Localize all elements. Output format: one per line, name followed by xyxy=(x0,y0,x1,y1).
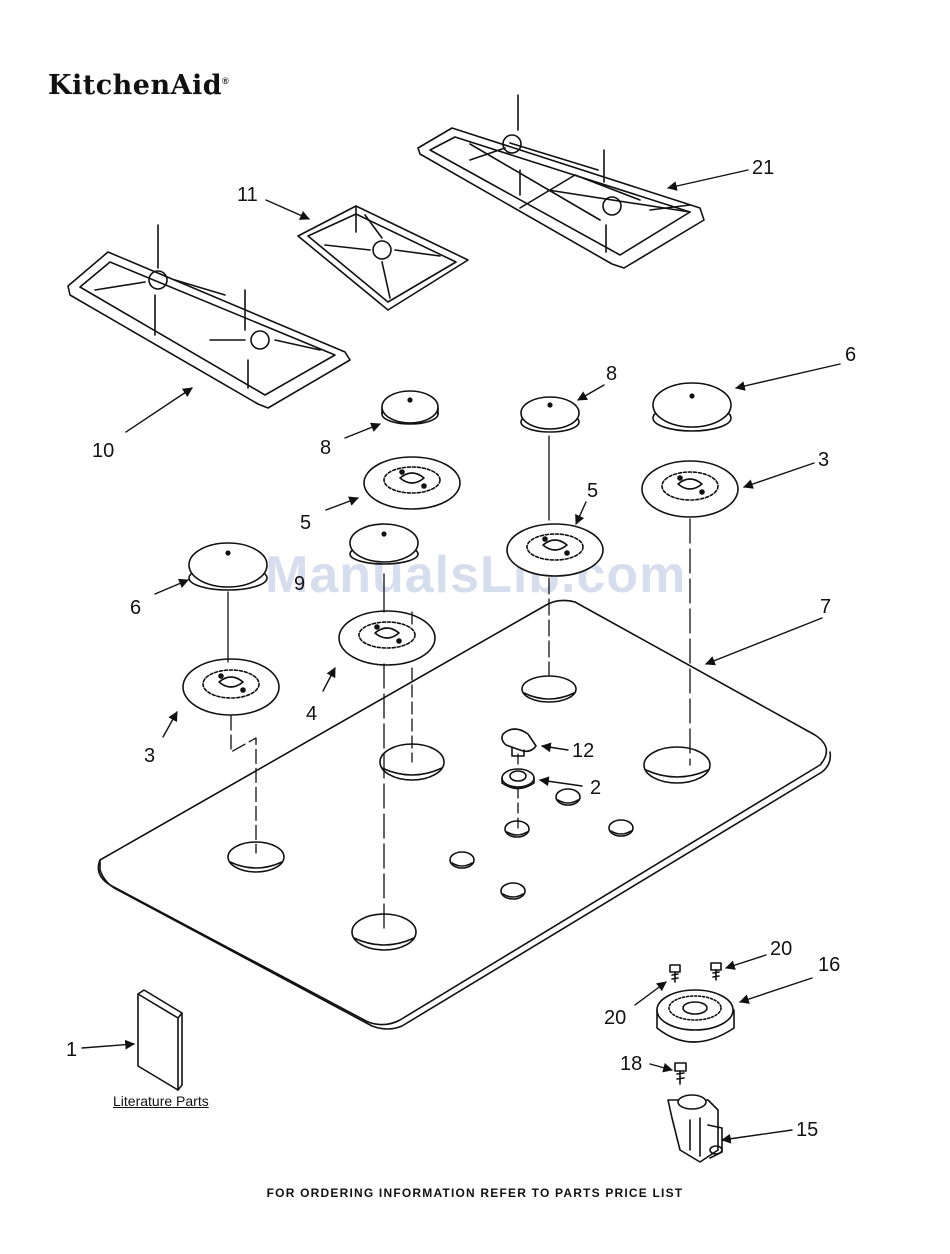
callout-3-left: 3 xyxy=(144,745,155,767)
screw-20-right xyxy=(711,963,721,980)
callout-3-right: 3 xyxy=(818,449,829,471)
callout-12: 12 xyxy=(572,740,594,762)
callout-10: 10 xyxy=(92,440,114,462)
callout-2: 2 xyxy=(590,777,601,799)
callout-5-left: 5 xyxy=(300,512,311,534)
grate-10 xyxy=(68,225,350,408)
literature-booklet-1 xyxy=(138,990,182,1090)
grate-11 xyxy=(298,206,468,310)
burner-head-3-right xyxy=(642,461,738,517)
callout-7: 7 xyxy=(820,596,831,618)
callout-5-right: 5 xyxy=(587,480,598,502)
burner-cap-9 xyxy=(350,524,418,564)
callout-9: 9 xyxy=(294,573,305,595)
callout-6-left: 6 xyxy=(130,597,141,619)
callout-1: 1 xyxy=(66,1039,77,1061)
callout-11: 11 xyxy=(237,184,258,206)
burner-head-5-right xyxy=(507,524,603,576)
callout-21: 21 xyxy=(752,157,774,179)
footer-note: FOR ORDERING INFORMATION REFER TO PARTS … xyxy=(0,1186,950,1200)
callout-20-right: 20 xyxy=(770,938,792,960)
burner-head-4 xyxy=(339,611,435,665)
callout-18: 18 xyxy=(620,1053,642,1075)
burner-cap-6-right xyxy=(653,383,731,431)
grate-21 xyxy=(418,95,704,268)
screw-20-left xyxy=(670,965,680,982)
burner-head-5-left xyxy=(364,457,460,509)
callout-15: 15 xyxy=(796,1119,818,1141)
burner-cap-8-left xyxy=(382,391,438,424)
callout-6-right: 6 xyxy=(845,344,856,366)
burner-base-16 xyxy=(657,990,734,1042)
burner-cap-6-left xyxy=(189,543,267,590)
callout-8-left: 8 xyxy=(320,437,331,459)
callout-8-right: 8 xyxy=(606,363,617,385)
valve-15 xyxy=(668,1095,722,1162)
burner-head-3-left xyxy=(183,659,279,715)
screw-18 xyxy=(675,1063,686,1084)
burner-cap-8-right xyxy=(521,397,579,432)
callout-4: 4 xyxy=(306,703,317,725)
callout-16: 16 xyxy=(818,954,840,976)
callout-20-left: 20 xyxy=(604,1007,626,1029)
bezel-2 xyxy=(502,769,534,789)
literature-parts-label: Literature Parts xyxy=(113,1093,209,1109)
